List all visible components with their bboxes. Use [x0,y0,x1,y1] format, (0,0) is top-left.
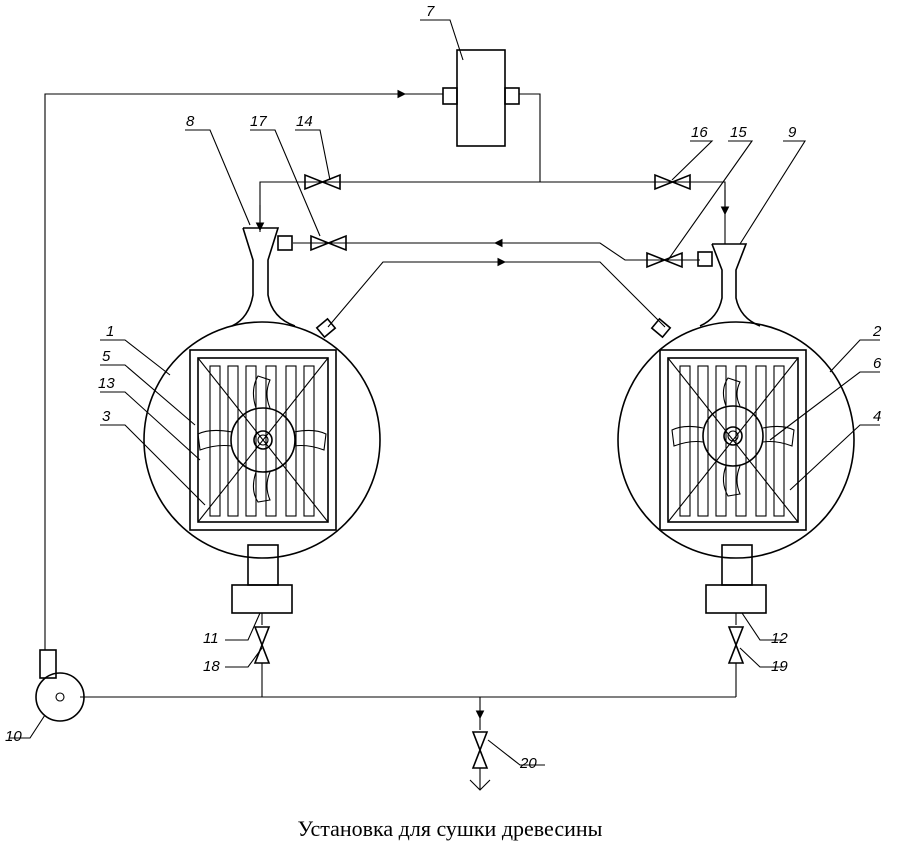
label-12: 12 [771,630,788,647]
label-16: 16 [691,124,708,141]
fan-10 [35,649,85,722]
valve-14 [304,173,341,191]
unit-7 [442,49,520,147]
vessel-1 [143,227,381,625]
drying-stack-right [667,357,799,523]
valve-17 [310,234,347,252]
label-7: 7 [426,3,435,20]
valve-18 [253,626,271,664]
label-10: 10 [5,728,22,745]
vessel-2 [617,243,855,625]
valve-20 [469,731,491,791]
middle-pipes [293,238,700,328]
valve-16 [654,173,691,191]
leader-lines [10,19,880,766]
return-pipe [44,89,541,650]
figure-caption: Установка для сушки древесины [297,816,603,841]
label-9: 9 [788,124,797,141]
label-2: 2 [872,323,882,340]
label-6: 6 [873,355,882,372]
label-18: 18 [203,658,220,675]
collector-pipe [80,663,737,730]
label-1: 1 [106,323,114,340]
label-15: 15 [730,124,747,141]
label-14: 14 [296,113,313,130]
valve-19 [727,626,745,664]
label-8: 8 [186,113,195,130]
label-19: 19 [771,658,788,675]
label-20: 20 [519,755,537,772]
fan-right [671,377,795,497]
distribution-pipe [255,181,730,244]
label-11: 11 [203,630,219,647]
label-17: 17 [250,113,267,130]
label-3: 3 [102,408,111,425]
valve-15 [646,251,683,269]
number-labels: 7 8 17 14 16 15 9 1 5 13 3 2 6 4 11 18 1… [5,3,882,772]
label-4: 4 [873,408,881,425]
label-5: 5 [102,348,111,365]
label-13: 13 [98,375,115,392]
fan-left [197,375,327,503]
drying-stack-left [197,357,329,523]
